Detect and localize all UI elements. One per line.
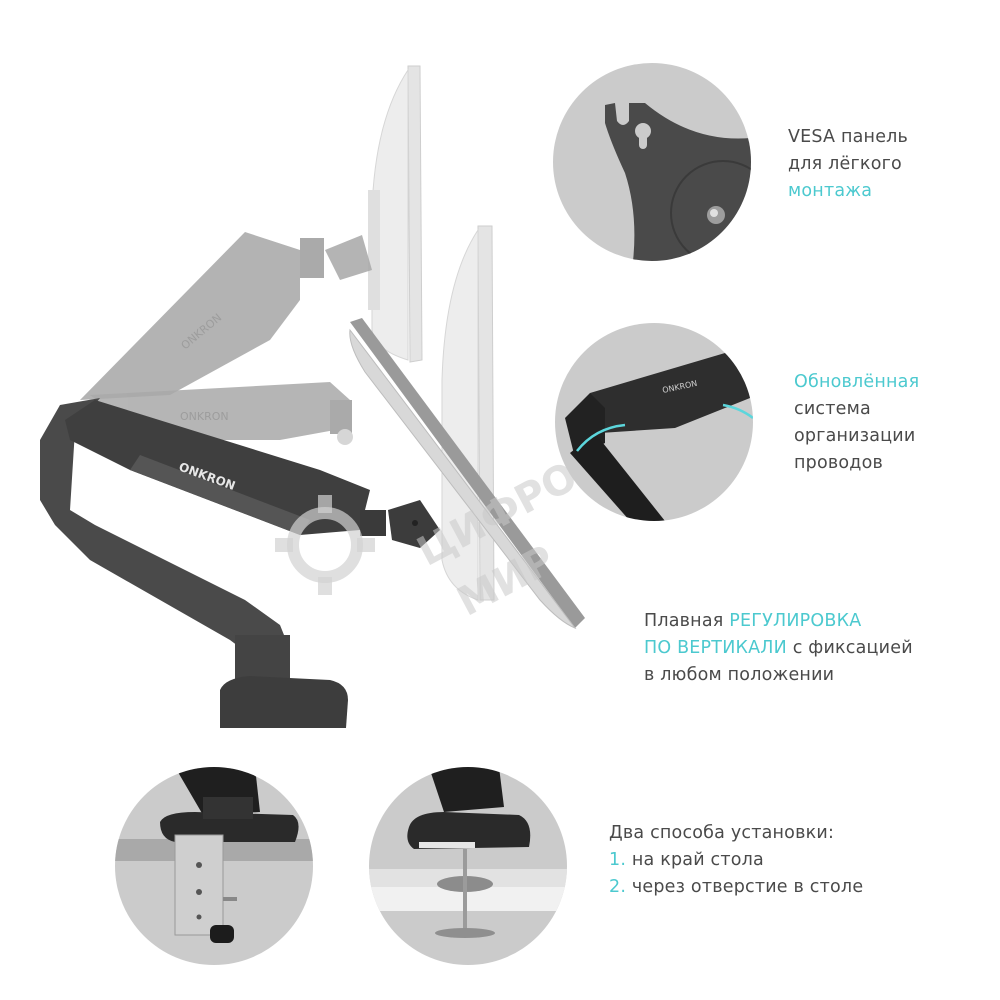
- grommet-mount-icon: [369, 767, 567, 938]
- feature-vertical-line-2: ПО ВЕРТИКАЛИ с фиксацией: [644, 638, 913, 658]
- grommet-mount-closeup: [369, 767, 567, 965]
- feature-cables-line-2: система: [794, 399, 871, 419]
- feature-mounting-line-1: Два способа установки:: [609, 823, 835, 843]
- svg-text:ONKRON: ONKRON: [180, 410, 229, 423]
- feature-cables-text: Обновлённая система организации проводов: [794, 369, 919, 477]
- feature-vertical-line-1: Плавная РЕГУЛИРОВКА: [644, 611, 862, 631]
- feature-mounting-text: Два способа установки: 1. на край стола …: [609, 820, 863, 901]
- feature-mounting-line-2: 1. на край стола: [609, 850, 764, 870]
- feature-vesa-line-3: монтажа: [788, 181, 873, 201]
- feature-vertical-line-3: в любом положении: [644, 665, 835, 685]
- monitor-arm-illustration: ONKRON ONKRON ONKRON: [0, 0, 620, 760]
- ghost-monitor-top: [368, 65, 423, 363]
- feature-vesa-text: VESA панель для лёгкого монтажа: [788, 124, 908, 205]
- vesa-plate-closeup: [553, 63, 751, 261]
- feature-cables-line-1: Обновлённая: [794, 372, 920, 392]
- gear-icon: [275, 495, 375, 595]
- main-arm: ONKRON: [40, 398, 440, 728]
- feature-vesa-line-1: VESA панель: [788, 127, 909, 147]
- watermark: ЦИФРОВОЙ МИР: [260, 408, 671, 626]
- cable-arm-icon: ONKRON: [565, 353, 753, 521]
- feature-vesa-line-2: для лёгкого: [788, 154, 902, 174]
- feature-mounting-line-3: 2. через отверстие в столе: [609, 877, 864, 897]
- vesa-plate-icon: [605, 103, 751, 261]
- feature-cables-line-4: проводов: [794, 453, 883, 473]
- desk-clamp-closeup: [115, 767, 313, 965]
- ghost-arm-upper: ONKRON: [80, 232, 372, 400]
- desk-clamp-icon: [115, 767, 313, 943]
- feature-vertical-text: Плавная РЕГУЛИРОВКА ПО ВЕРТИКАЛИ с фикса…: [644, 608, 913, 689]
- main-monitor-tilted: [349, 318, 585, 630]
- feature-cables-line-3: организации: [794, 426, 916, 446]
- cable-management-closeup: ONKRON: [555, 323, 753, 521]
- monitor-arm-drawing: ONKRON ONKRON ONKRON: [40, 65, 585, 728]
